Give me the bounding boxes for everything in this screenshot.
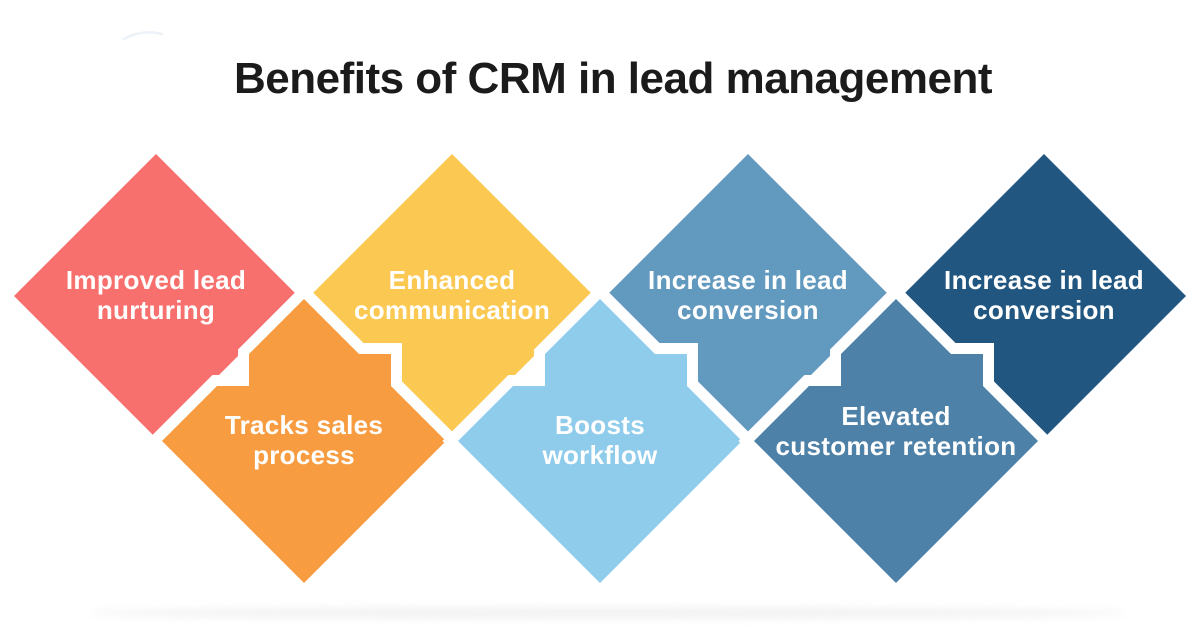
label-tracks-sales-process: Tracks sales process [225, 410, 383, 470]
diamond-label-line1: Boosts [555, 410, 645, 440]
diamond-elevated-customer-retention [738, 283, 1054, 599]
diamond-label-line2: nurturing [97, 295, 215, 325]
diamond-label-line2: customer retention [776, 431, 1017, 461]
label-boosts-workflow: Boosts workflow [541, 410, 658, 470]
label-enhanced-communication: Enhanced communication [354, 265, 550, 325]
diamond-label-line2: workflow [541, 440, 658, 470]
diamond-shape [162, 299, 446, 583]
diamond-label-line2: communication [354, 295, 550, 325]
diamond-label-line2: conversion [677, 295, 819, 325]
diamond-label-line1: Tracks sales [225, 410, 383, 440]
diamond-label-line1: Enhanced [389, 265, 516, 295]
diamond-label-line1: Improved lead [66, 265, 246, 295]
diamond-label-line1: Increase in lead [648, 265, 848, 295]
label-increase-in-lead-conversion-2: Increase in lead conversion [944, 265, 1144, 325]
decorative-arc [122, 31, 164, 41]
label-increase-in-lead-conversion-1: Increase in lead conversion [648, 265, 848, 325]
diamond-tracks-sales-process [146, 283, 462, 599]
diamond-label-line2: conversion [973, 295, 1115, 325]
ground-shadow [88, 607, 1128, 619]
page-title: Benefits of CRM in lead management [234, 54, 993, 103]
diamond-label-line1: Elevated [841, 401, 950, 431]
diamond-label-line2: process [253, 440, 355, 470]
diamond-label-line1: Increase in lead [944, 265, 1144, 295]
label-elevated-customer-retention: Elevated customer retention [776, 401, 1017, 461]
label-improved-lead-nurturing: Improved lead nurturing [66, 265, 246, 325]
diamond-boosts-workflow [442, 283, 758, 599]
diamond-improved-lead-nurturing [14, 154, 298, 438]
diamond-shape [458, 299, 742, 583]
diamond-shape [14, 154, 298, 438]
diamond-shape [754, 299, 1038, 583]
